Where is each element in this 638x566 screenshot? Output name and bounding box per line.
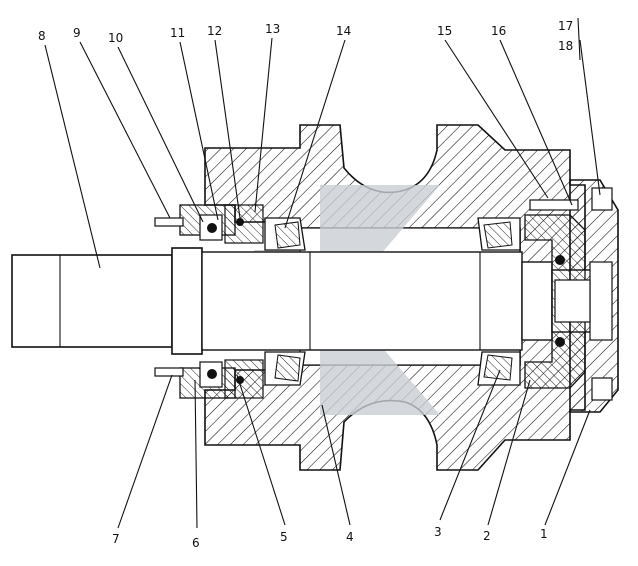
callout-10: 10 bbox=[108, 31, 123, 45]
callout-3: 3 bbox=[434, 525, 442, 539]
callout-9: 9 bbox=[73, 26, 81, 40]
callout-7: 7 bbox=[112, 532, 120, 546]
callout-17: 17 bbox=[558, 19, 573, 33]
callout-5: 5 bbox=[280, 530, 288, 544]
callouts-top: 8 9 10 11 12 13 14 15 16 17 18 bbox=[38, 19, 573, 53]
callout-1: 1 bbox=[540, 527, 548, 541]
leader-lines bbox=[44, 17, 601, 529]
callout-15: 15 bbox=[437, 24, 452, 38]
callout-6: 6 bbox=[192, 536, 200, 550]
callout-14: 14 bbox=[336, 24, 351, 38]
right-bearing bbox=[477, 217, 521, 386]
left-seal-assembly bbox=[154, 204, 264, 399]
callout-8: 8 bbox=[38, 29, 46, 43]
callout-12: 12 bbox=[207, 24, 222, 38]
shaft bbox=[11, 247, 593, 355]
callout-13: 13 bbox=[265, 22, 280, 36]
callout-11: 11 bbox=[170, 26, 185, 40]
callout-2: 2 bbox=[483, 529, 491, 543]
callout-16: 16 bbox=[491, 24, 506, 38]
callout-4: 4 bbox=[346, 530, 354, 544]
right-end-cap bbox=[524, 179, 619, 413]
left-bearing bbox=[264, 217, 306, 386]
callouts-bottom: 7 6 5 4 3 2 1 bbox=[112, 525, 548, 550]
callout-18: 18 bbox=[558, 39, 573, 53]
